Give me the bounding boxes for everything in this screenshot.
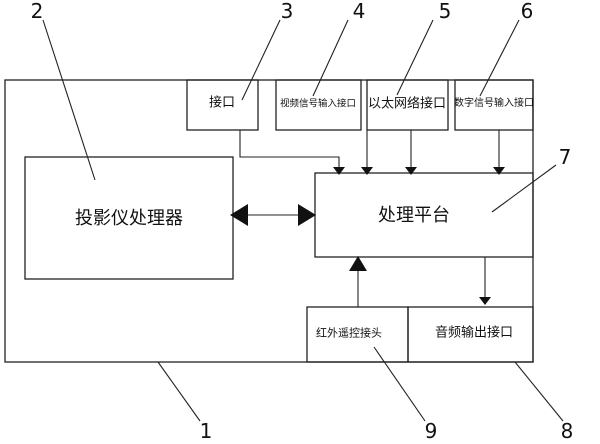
- interface-label: 接口: [208, 95, 236, 111]
- right-double-arrowhead: [298, 204, 316, 226]
- leader-line-2: [42, 19, 96, 181]
- video-input-box: [275, 79, 362, 131]
- reference-numeral-9: 9: [424, 419, 438, 443]
- processing-platform-label: 处理平台: [378, 205, 450, 226]
- digital-input-box: [454, 79, 534, 131]
- audio-output-box: [407, 306, 534, 363]
- reference-numeral-6: 6: [520, 0, 534, 23]
- interface-box: [186, 79, 259, 131]
- leader-line-7: [491, 164, 557, 213]
- video-input-arrowhead: [361, 167, 373, 175]
- leader-line-9: [373, 346, 426, 422]
- ir-remote-label: 红外遥控接头: [316, 326, 382, 340]
- reference-numeral-3: 3: [280, 0, 294, 23]
- leader-line-5: [396, 19, 434, 96]
- projector-processor-box: [24, 156, 234, 280]
- ir-remote-arrowhead: [349, 256, 367, 271]
- digital-input-arrowhead: [493, 167, 505, 175]
- leader-line-4: [312, 19, 349, 97]
- interface-arrowhead: [333, 167, 345, 175]
- leader-line-6: [479, 19, 520, 97]
- reference-numeral-7: 7: [558, 145, 572, 169]
- audio-output-label: 音频输出接口: [434, 325, 514, 341]
- reference-numeral-1: 1: [199, 419, 213, 443]
- ethernet-label: 以太网络接口: [367, 96, 447, 112]
- interface-connector: [239, 130, 340, 168]
- ethernet-arrowhead: [405, 167, 417, 175]
- leader-line-8: [514, 361, 564, 422]
- left-double-arrowhead: [230, 204, 248, 226]
- reference-numeral-4: 4: [352, 0, 366, 23]
- leader-line-3: [241, 19, 281, 101]
- audio-output-arrowhead: [479, 297, 491, 305]
- ethernet-box: [366, 79, 449, 131]
- reference-numeral-2: 2: [30, 0, 44, 23]
- reference-numeral-8: 8: [560, 419, 574, 443]
- leader-line-1: [157, 361, 201, 422]
- digital-input-label: 数字信号输入接口: [454, 98, 534, 109]
- video-input-label: 视频信号输入接口: [279, 98, 357, 110]
- reference-numeral-5: 5: [438, 0, 452, 23]
- projector-processor-label: 投影仪处理器: [75, 208, 183, 229]
